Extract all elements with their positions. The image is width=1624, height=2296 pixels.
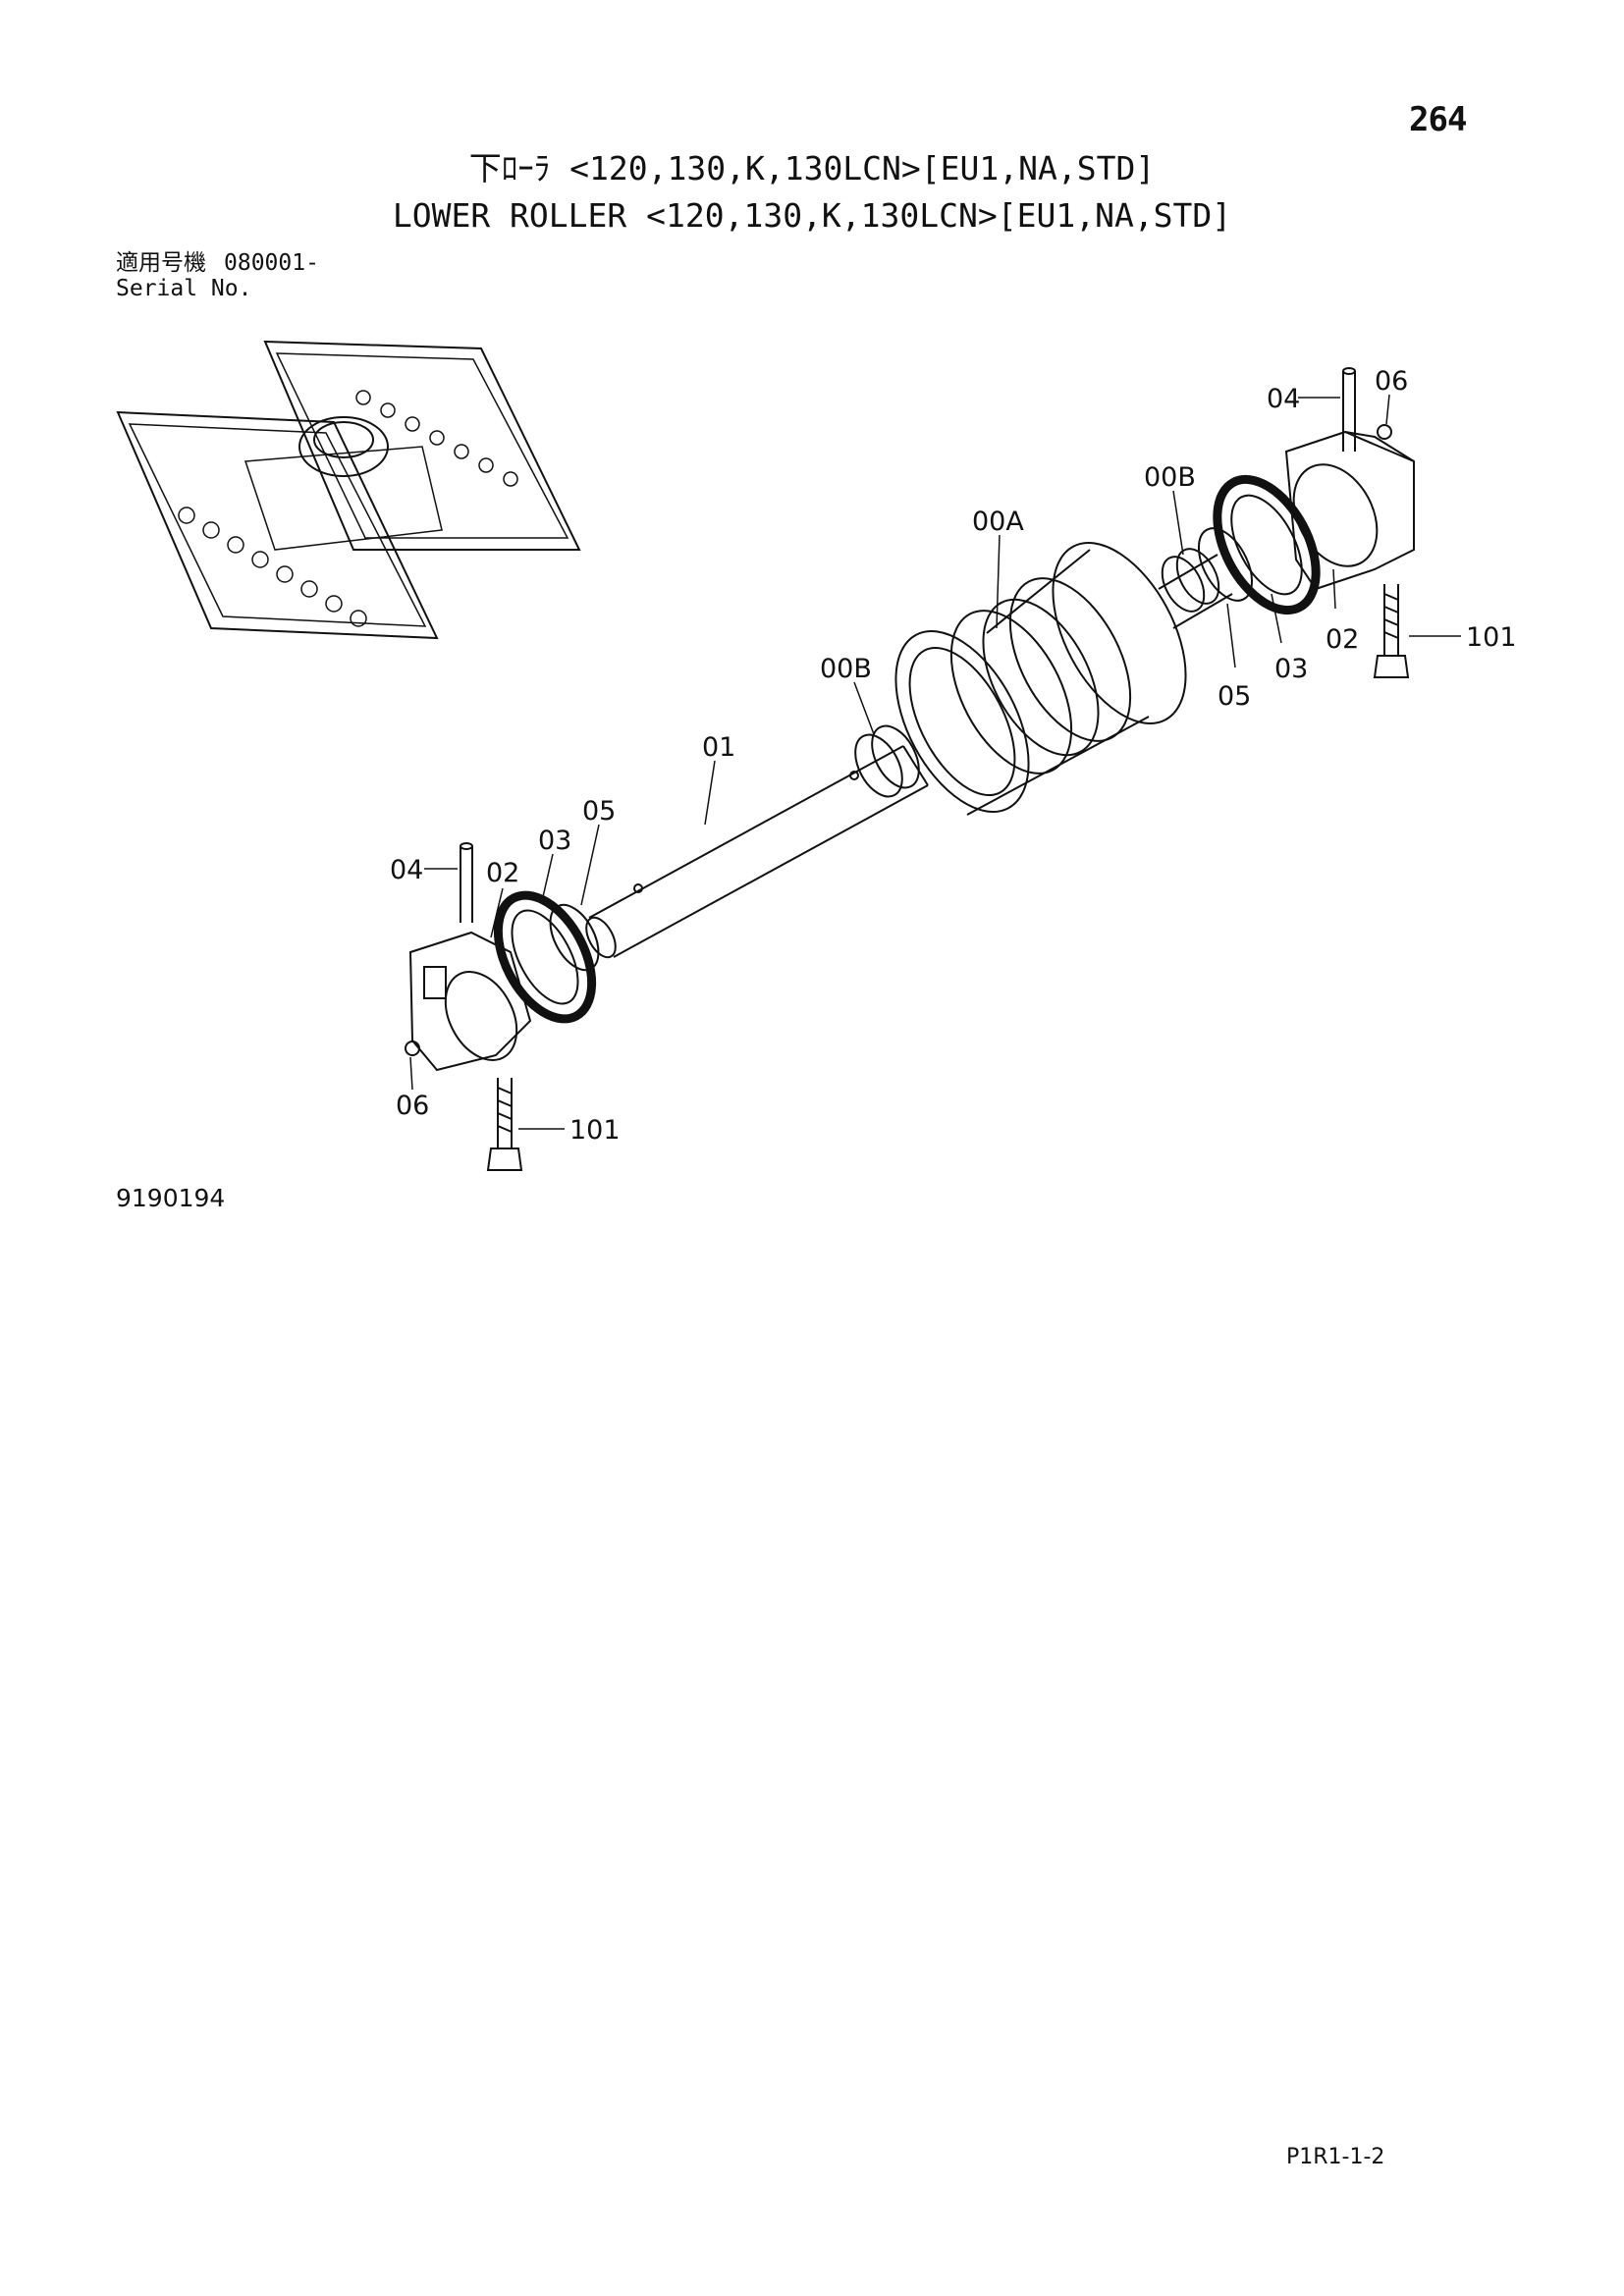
serial-label-japanese: 適用号機: [116, 250, 206, 276]
page-number: 264: [1409, 100, 1467, 139]
page-code: P1R1-1-2: [1286, 2145, 1385, 2169]
callout-101-right: 101: [1466, 622, 1517, 653]
callout-02-right: 02: [1326, 624, 1359, 655]
plug-06-left: [405, 1041, 420, 1056]
pin-04-right: [1342, 367, 1356, 452]
callout-101-left: 101: [569, 1115, 621, 1146]
callout-02-left: 02: [486, 858, 519, 888]
callout-03-left: 03: [538, 826, 571, 856]
collar-00b-right: [1161, 548, 1220, 613]
bolt-101-right: [1373, 584, 1410, 678]
title-block: 下ﾛｰﾗ <120,130,K,130LCN>[EU1,NA,STD] LOWE…: [0, 145, 1624, 240]
undercarriage-thumbnail: [116, 340, 581, 640]
bracket-02-left: [408, 931, 532, 1072]
serial-value: 080001-: [224, 250, 319, 276]
callout-00a: 00A: [972, 507, 1024, 537]
callout-00b-left: 00B: [820, 654, 872, 684]
pin-04-left: [460, 842, 473, 923]
callout-03-right: 03: [1274, 654, 1308, 684]
floating-seal-03-left: [493, 890, 597, 1024]
floating-seal-03-right: [1213, 474, 1321, 615]
drawing-number: 9190194: [116, 1184, 226, 1212]
leader-lines: [409, 394, 1461, 1130]
callout-05-right: 05: [1218, 681, 1251, 712]
plug-06-right: [1377, 424, 1392, 440]
callout-01: 01: [702, 732, 735, 763]
shaft-right-end: [1158, 554, 1233, 629]
serial-block: 適用号機 080001- Serial No.: [116, 250, 337, 301]
o-ring-05-right: [1197, 527, 1254, 602]
title-japanese: 下ﾛｰﾗ <120,130,K,130LCN>[EU1,NA,STD]: [468, 149, 1156, 187]
serial-label-english: Serial No.: [116, 276, 252, 301]
collar-00b-left: [854, 724, 920, 798]
roller-00a: [894, 542, 1187, 816]
callout-04-left: 04: [390, 855, 423, 885]
bolt-101-left: [486, 1078, 523, 1171]
title-english: LOWER ROLLER <120,130,K,130LCN>[EU1,NA,S…: [392, 196, 1232, 235]
callout-05-left: 05: [582, 796, 616, 827]
callout-06-left: 06: [396, 1091, 429, 1121]
callout-00b-right: 00B: [1144, 462, 1196, 493]
shaft-01: [585, 745, 929, 959]
callout-06-right: 06: [1375, 366, 1408, 397]
callout-04-right: 04: [1267, 384, 1300, 414]
